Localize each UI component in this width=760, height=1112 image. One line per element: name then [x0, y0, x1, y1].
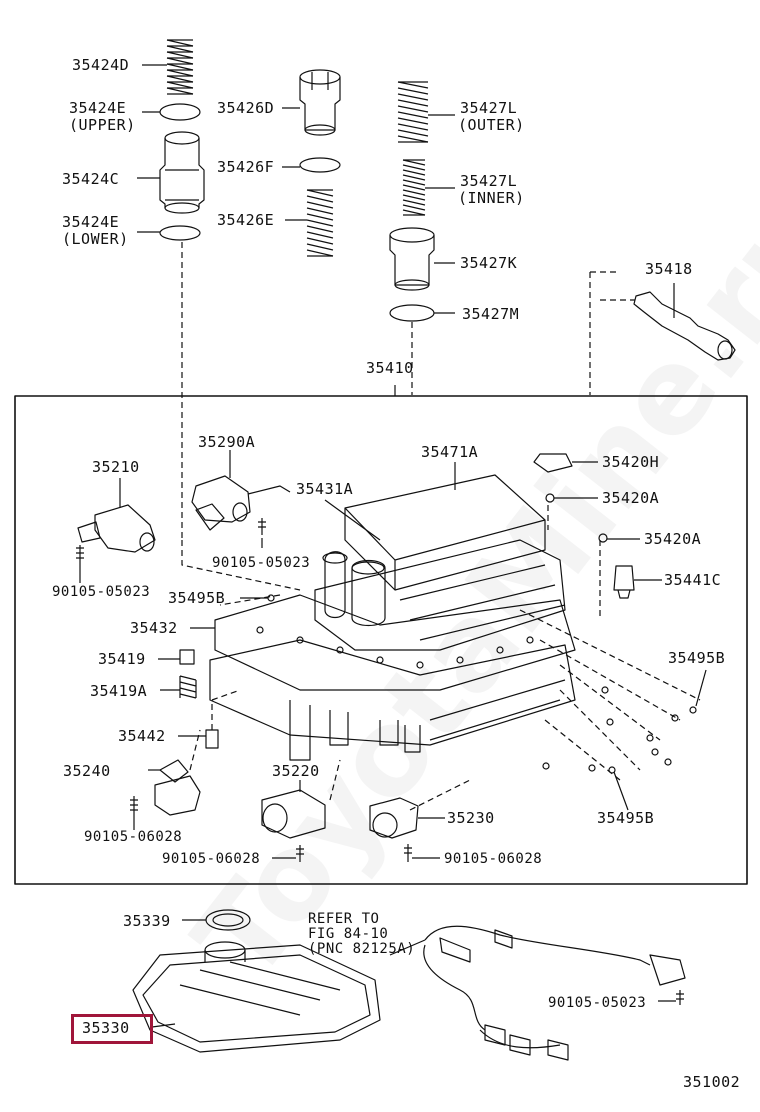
label-35427L-outer: 35427L: [460, 99, 518, 117]
label-35471A: 35471A: [421, 443, 479, 461]
ball-35495B: [267, 594, 275, 602]
o-ring-upper: [159, 103, 201, 121]
label-bolt-90105-05023-b: 90105-05023: [52, 584, 151, 600]
label-35418: 35418: [645, 260, 693, 278]
label-upper: (UPPER): [69, 116, 136, 134]
label-35240: 35240: [63, 762, 111, 780]
refer-line-3: (PNC 82125A): [308, 941, 416, 957]
label-35339: 35339: [123, 912, 171, 930]
label-35290A: 35290A: [198, 433, 256, 451]
solenoid-35210-drawing: [77, 504, 156, 553]
wire-harness-drawing: [423, 925, 686, 1061]
label-35427K: 35427K: [460, 254, 518, 272]
label-35431A: 35431A: [296, 480, 354, 498]
label-35424E-upper: 35424E: [69, 99, 127, 117]
solenoid-35220-drawing: [261, 789, 326, 839]
plate-35420H-drawing: [533, 453, 573, 473]
label-35427M: 35427M: [462, 305, 520, 323]
refer-line-2: FIG 84-10: [308, 926, 389, 942]
label-35495B-3: 35495B: [597, 809, 655, 827]
label-bolt-90105-06028-b: 90105-06028: [162, 851, 261, 867]
spring-35427L-outer-drawing: [397, 81, 429, 143]
solenoid-35240-drawing: [154, 759, 201, 816]
label-35410: 35410: [366, 359, 414, 377]
label-35495B-1: 35495B: [168, 589, 226, 607]
spring-35427L-inner-drawing: [402, 159, 426, 216]
spring-35419A-drawing: [179, 675, 197, 699]
spring-35426E-drawing: [306, 189, 334, 257]
upper-valve-body-drawing: [314, 474, 566, 651]
refer-line-1: REFER TO: [308, 911, 380, 927]
label-35432: 35432: [130, 619, 178, 637]
valve-body-assembly-frame: [14, 395, 748, 885]
spring-35424D-drawing: [166, 39, 194, 95]
solenoid-35230-drawing: [369, 797, 419, 839]
solenoid-35290A-drawing: [191, 475, 291, 531]
label-35420A-1: 35420A: [602, 489, 660, 507]
lower-valve-body-drawing: [209, 639, 576, 761]
filter-35442-drawing: [205, 729, 219, 749]
label-35424D: 35424D: [72, 56, 130, 74]
label-35426E: 35426E: [217, 211, 275, 229]
label-35426F: 35426F: [217, 158, 275, 176]
plug-35419-drawing: [179, 649, 195, 665]
label-inner: (INNER): [458, 189, 525, 207]
label-35419: 35419: [98, 650, 146, 668]
label-bolt-90105-05023-c: 90105-05023: [548, 995, 647, 1011]
manual-valve-35418-drawing: [633, 291, 736, 361]
dashed-guides: [181, 505, 701, 811]
label-35426D: 35426D: [217, 99, 275, 117]
label-bolt-90105-05023-a: 90105-05023: [212, 555, 311, 571]
label-bolt-90105-06028-c: 90105-06028: [444, 851, 543, 867]
label-35427L-inner: 35427L: [460, 172, 518, 190]
oil-strainer-35330-drawing: [132, 941, 381, 1053]
o-ring-35427M: [389, 304, 435, 322]
label-lower: (LOWER): [62, 230, 129, 248]
label-35420A-2: 35420A: [644, 530, 702, 548]
o-ring-lower: [159, 225, 201, 241]
o-ring-35426F: [299, 157, 341, 173]
label-35424E-lower: 35424E: [62, 213, 120, 231]
sleeve-35424C-drawing: [159, 131, 205, 214]
label-35495B-2: 35495B: [668, 649, 726, 667]
label-35442: 35442: [118, 727, 166, 745]
label-35330[interactable]: 35330: [82, 1019, 130, 1037]
valve-35426D-drawing: [299, 69, 341, 136]
label-35424C: 35424C: [62, 170, 120, 188]
separator-plate-35432-drawing: [214, 594, 576, 691]
label-35420H: 35420H: [602, 453, 660, 471]
label-bolt-90105-06028-a: 90105-06028: [84, 829, 183, 845]
label-35210: 35210: [92, 458, 140, 476]
label-35230: 35230: [447, 809, 495, 827]
plug-35441C-drawing: [613, 565, 635, 599]
label-35220: 35220: [272, 762, 320, 780]
sleeve-35427K-drawing: [389, 227, 435, 291]
label-35441C: 35441C: [664, 571, 722, 589]
highlight-box: [71, 1014, 153, 1044]
label-outer: (OUTER): [458, 116, 525, 134]
figure-number: 351002: [683, 1073, 741, 1091]
label-35419A: 35419A: [90, 682, 148, 700]
